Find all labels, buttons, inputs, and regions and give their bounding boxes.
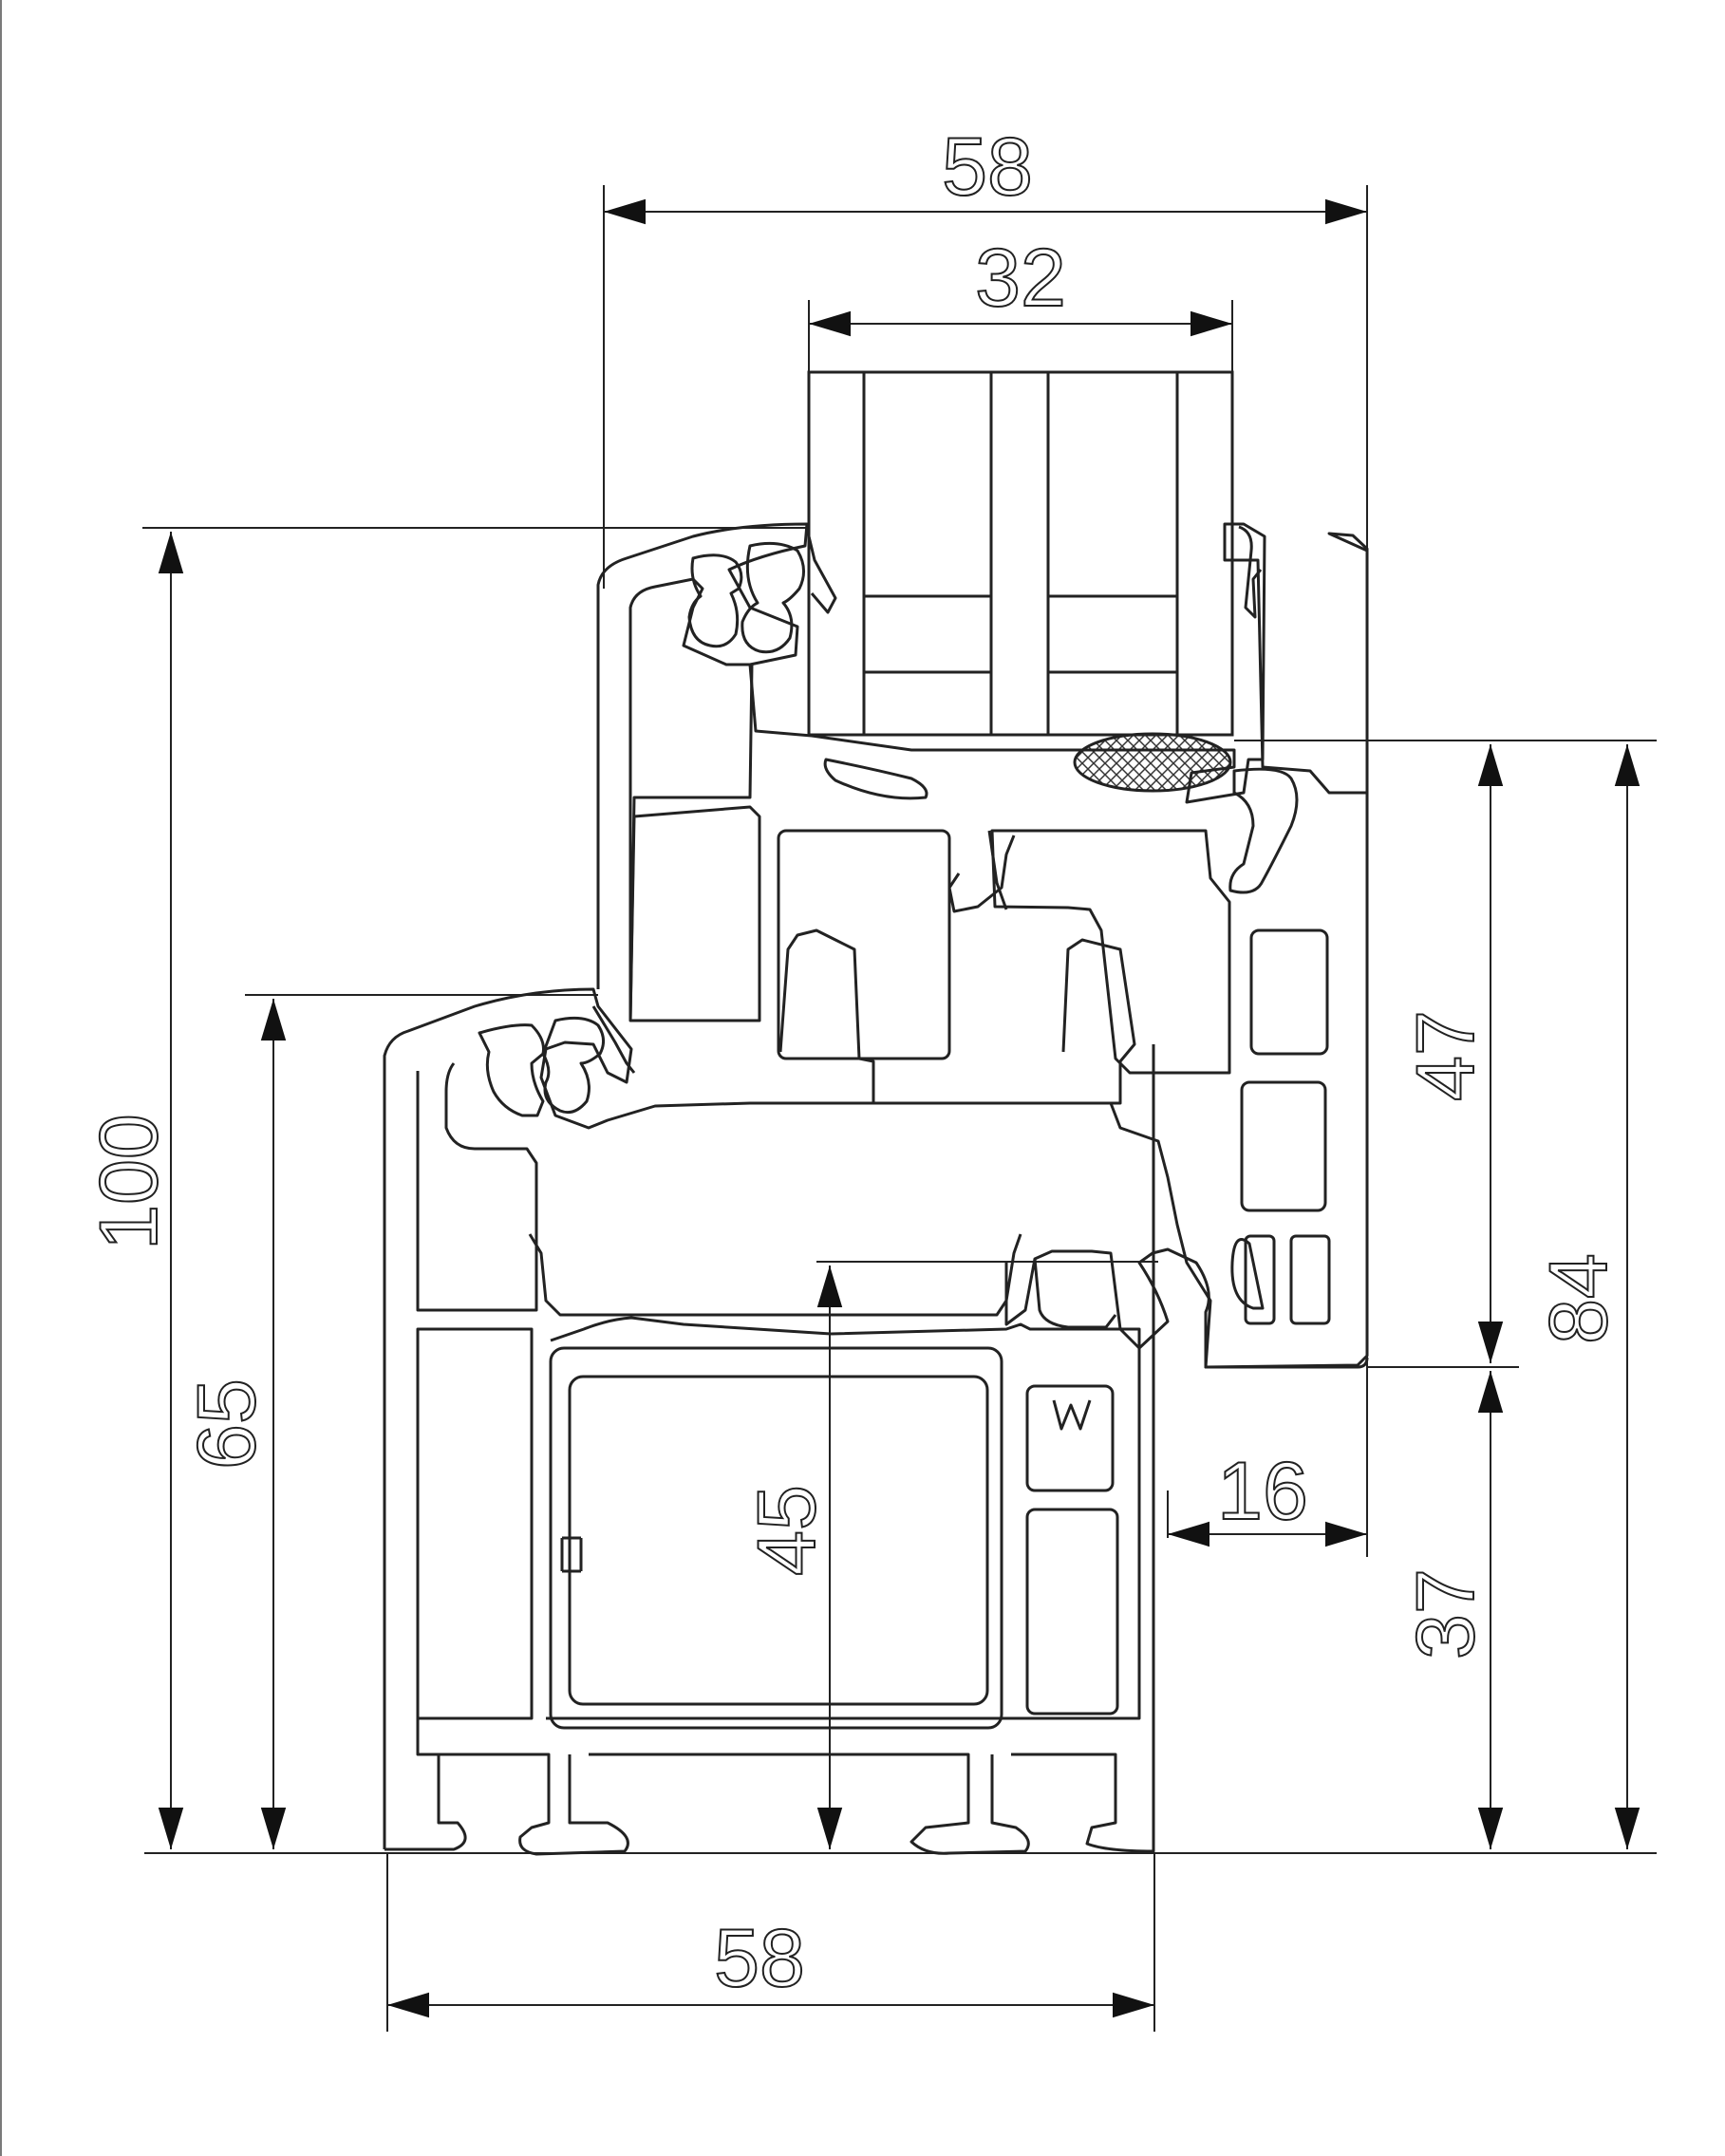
sash-outer-outline xyxy=(596,522,1369,1369)
dim-label-frame-width: 58 xyxy=(714,1913,805,2004)
sash-profile xyxy=(596,522,1369,1369)
page-edge xyxy=(0,0,2,2156)
dim-label-glass-thickness: 32 xyxy=(975,233,1066,324)
dimension-lines xyxy=(142,185,1657,2032)
dim-label-sash-width: 58 xyxy=(942,122,1033,213)
frame-outer-outline xyxy=(383,987,1369,1849)
dim-label-frame-height: 65 xyxy=(181,1378,272,1470)
dim-label-overall-height: 100 xyxy=(84,1114,175,1250)
glass-unit xyxy=(807,370,1234,737)
dim-label-sash-total: 84 xyxy=(1533,1253,1624,1344)
dim-label-overlap: 16 xyxy=(1217,1446,1308,1537)
dimension-labels: 58 32 100 65 45 16 47 84 37 58 xyxy=(83,121,1625,2005)
glazing-seal xyxy=(1073,732,1232,793)
dim-label-rebate-height: 45 xyxy=(741,1485,833,1576)
dim-label-frame-sight: 37 xyxy=(1400,1568,1491,1659)
glass-pane-outline xyxy=(807,370,1234,737)
frame-profile xyxy=(383,987,1369,1856)
dim-label-sash-height: 47 xyxy=(1400,1010,1491,1101)
sash-glazing-bead xyxy=(591,525,1263,1074)
